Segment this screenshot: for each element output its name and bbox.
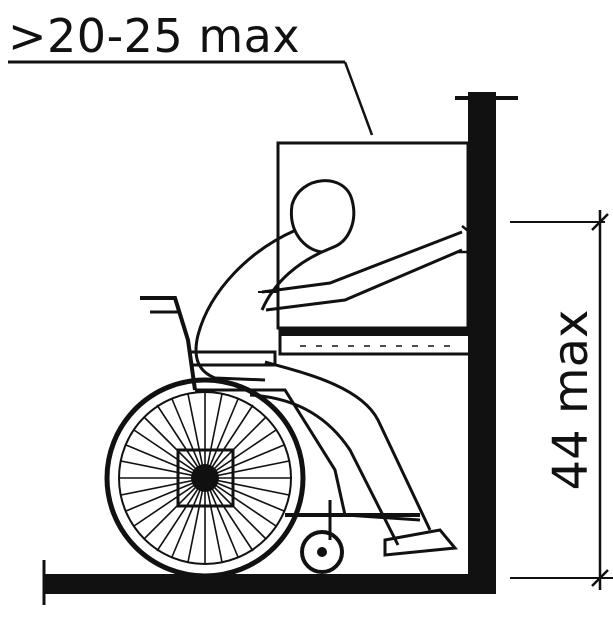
reach-zone-box [276, 141, 470, 330]
dim-top-tick [591, 213, 609, 231]
person-torso [194, 228, 297, 382]
person-head [289, 179, 356, 254]
person-hand [458, 225, 474, 254]
floor [44, 574, 496, 594]
wheelchair-armrest [188, 350, 277, 367]
counter-top [280, 328, 475, 336]
person-arm-lower [265, 248, 463, 312]
hatched-obstruction [467, 227, 493, 329]
person-arm-upper [261, 230, 463, 294]
wheelchair-main-wheel [104, 377, 306, 579]
wheelchair-caster-wheel [300, 530, 344, 574]
person-chest [260, 250, 323, 311]
dim-bottom-tick [591, 569, 609, 587]
person-thigh [264, 360, 432, 531]
wall [468, 92, 496, 592]
forward-reach-label: >20-25 max [8, 9, 300, 63]
height-limit-label: 44 max [543, 310, 599, 491]
leader-line [343, 61, 374, 136]
person-shin [249, 393, 400, 546]
person-foot [383, 528, 458, 557]
